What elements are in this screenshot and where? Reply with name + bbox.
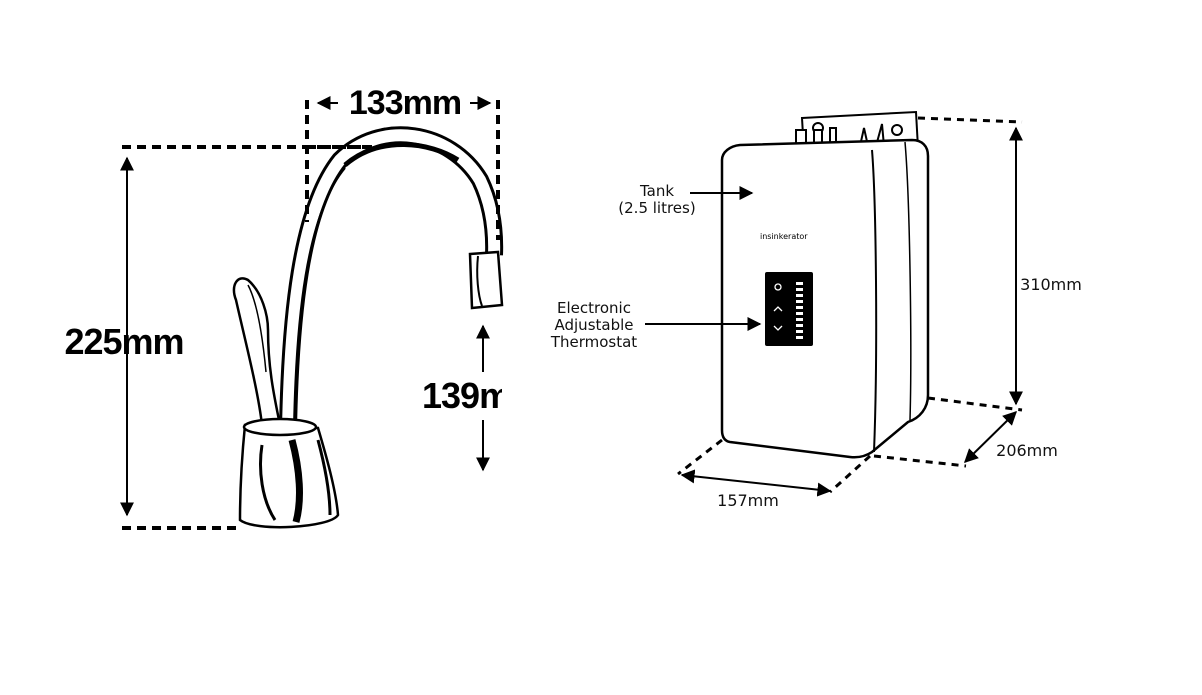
faucet-drawing xyxy=(232,126,504,529)
tank-brand-logo: insinkerator xyxy=(760,232,808,241)
down-icon xyxy=(773,325,783,331)
tank-label-line1: Tank xyxy=(639,182,674,200)
tank-drawing: insinkerator xyxy=(720,110,930,459)
tank-depth-arrow xyxy=(964,411,1017,463)
faucet-lever xyxy=(232,277,282,427)
faucet-width-label: 133mm xyxy=(349,84,461,122)
faucet-dimensions xyxy=(120,96,500,530)
thermostat-panel xyxy=(765,272,813,346)
tank-height-label: 310mm xyxy=(1020,275,1082,294)
thermostat-label-line1: Electronic xyxy=(557,299,631,317)
tank-body xyxy=(720,138,930,459)
tank-depth-label: 206mm xyxy=(996,441,1058,460)
faucet-height-label: 225mm xyxy=(64,321,183,362)
tank-width-label: 157mm xyxy=(717,491,779,510)
faucet-spout-tip xyxy=(468,250,504,310)
power-icon xyxy=(774,283,782,291)
thermostat-label-line2: Adjustable xyxy=(555,316,634,334)
faucet-spout-height-label: 139mm xyxy=(422,375,541,416)
thermostat-controls xyxy=(773,282,803,339)
tank-label-line2: (2.5 litres) xyxy=(618,199,695,217)
tank-callouts xyxy=(645,186,762,331)
tank-dimensions xyxy=(677,116,1023,497)
faucet-base xyxy=(238,423,340,529)
up-icon xyxy=(773,306,783,312)
tank-width-arrow xyxy=(680,469,832,497)
thermostat-label-line3: Thermostat xyxy=(550,333,637,351)
